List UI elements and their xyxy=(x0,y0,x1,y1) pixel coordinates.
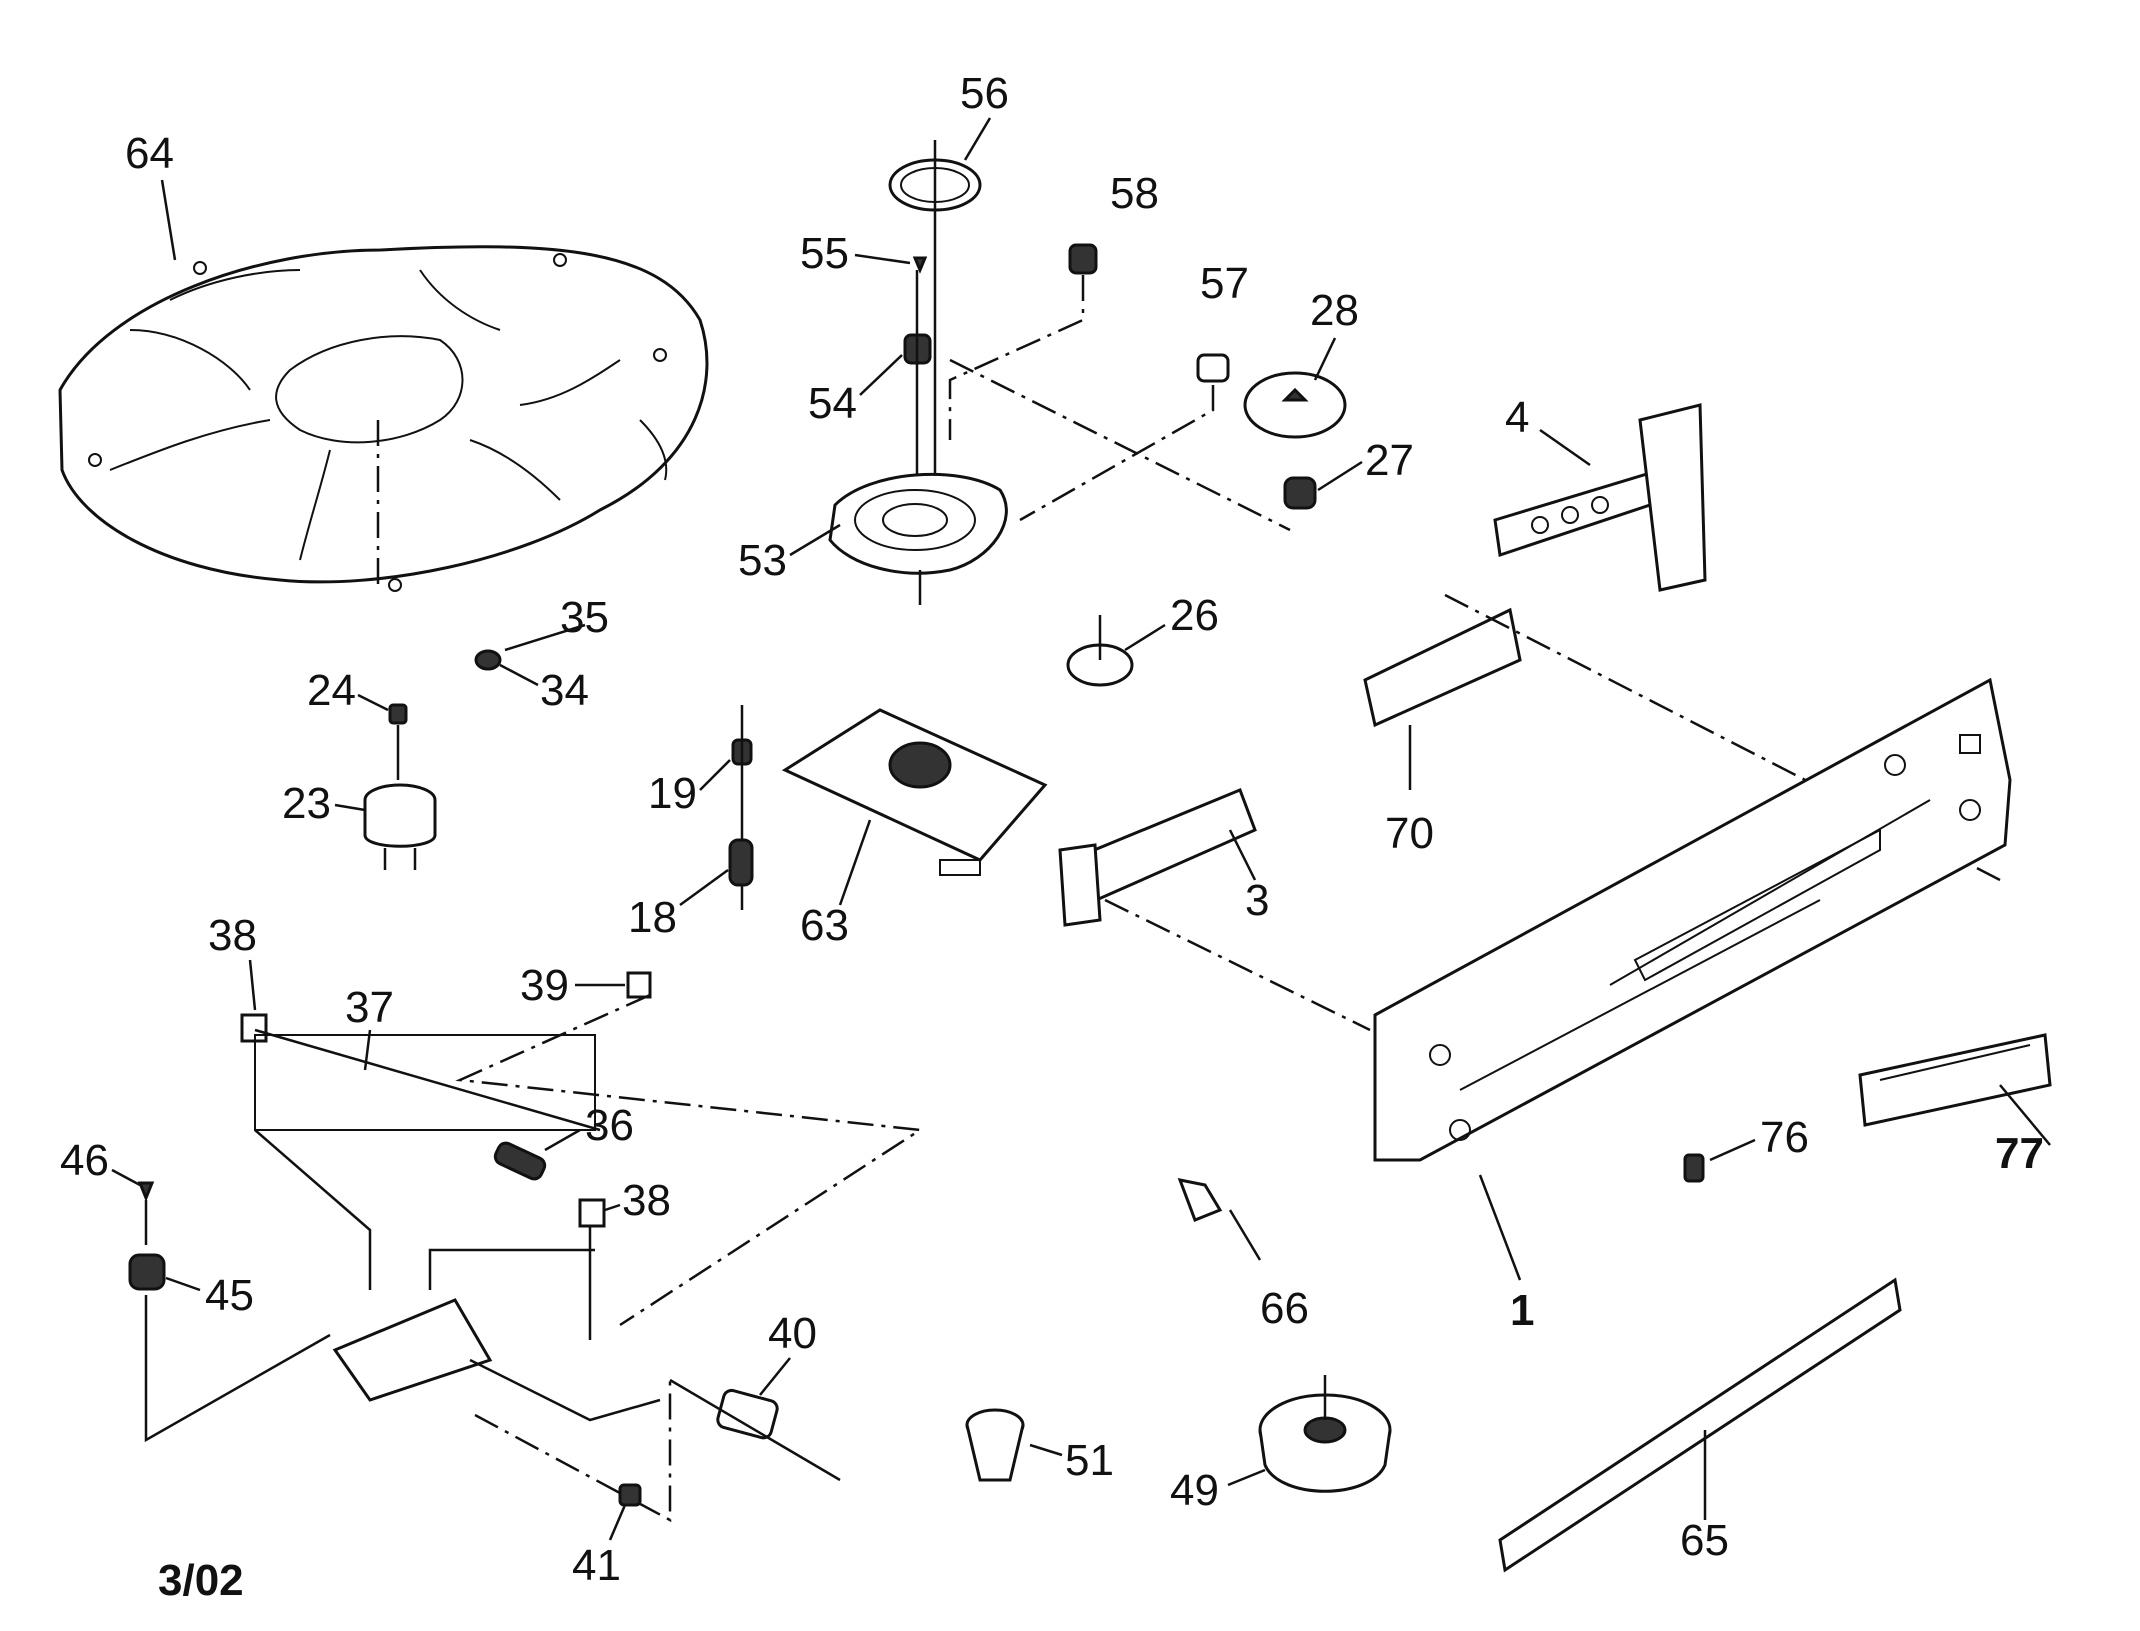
part-4-board xyxy=(1493,403,1707,592)
part-34-washer xyxy=(474,649,502,671)
part-41-screw xyxy=(618,1483,642,1507)
part-77-label-bracket xyxy=(1858,1033,2052,1146)
part-18-spring xyxy=(728,838,754,887)
callout-54: 54 xyxy=(808,379,857,428)
callout-3: 3 xyxy=(1245,876,1269,925)
part-40-connector xyxy=(669,1378,841,1482)
part-49-foot xyxy=(1227,1375,1392,1493)
part-63-pickup xyxy=(781,708,1048,876)
callout-28: 28 xyxy=(1310,286,1359,335)
part-26-knob xyxy=(1066,615,1134,687)
part-36-coil xyxy=(493,1141,547,1181)
callout-77: 77 xyxy=(1995,1129,2044,1178)
part-1-front-panel xyxy=(1373,677,2012,1281)
part-35-screw xyxy=(504,623,586,652)
part-64-disc-carousel xyxy=(58,245,709,592)
part-base-board xyxy=(254,1129,672,1523)
callout-38a: 38 xyxy=(208,911,257,960)
callout-56: 56 xyxy=(960,69,1009,118)
callout-51: 51 xyxy=(1065,1436,1114,1485)
part-57-nut xyxy=(1019,353,1230,522)
part-54-bushing xyxy=(903,270,932,500)
callout-18: 18 xyxy=(628,893,677,942)
part-76-screw xyxy=(1683,1138,1756,1183)
part-23-motor xyxy=(363,783,437,870)
callout-65: 65 xyxy=(1680,1516,1729,1565)
callout-40: 40 xyxy=(768,1309,817,1358)
part-24-screw xyxy=(388,703,408,780)
callout-53: 53 xyxy=(738,536,787,585)
callout-23: 23 xyxy=(282,779,331,828)
part-37-board xyxy=(254,1028,601,1132)
callout-24: 24 xyxy=(307,666,356,715)
part-3-board xyxy=(1058,788,1371,1032)
callout-39: 39 xyxy=(520,961,569,1010)
callout-27: 27 xyxy=(1365,436,1414,485)
callout-34: 34 xyxy=(540,666,589,715)
callout-35: 35 xyxy=(560,593,609,642)
callout-57: 57 xyxy=(1200,259,1249,308)
callout-19: 19 xyxy=(648,769,697,818)
callout-70: 70 xyxy=(1385,809,1434,858)
part-39-clip xyxy=(455,971,924,1327)
part-66-cap xyxy=(1177,1177,1262,1261)
callout-1: 1 xyxy=(1510,1286,1534,1335)
callout-58: 58 xyxy=(1110,169,1159,218)
callout-41: 41 xyxy=(572,1541,621,1590)
callout-38b: 38 xyxy=(622,1176,671,1225)
part-27-hub xyxy=(1283,476,1317,510)
part-38b-clip xyxy=(578,1198,606,1340)
callout-66: 66 xyxy=(1260,1284,1309,1333)
callout-4: 4 xyxy=(1505,393,1529,442)
callout-45: 45 xyxy=(205,1271,254,1320)
part-45-bushing xyxy=(128,1253,331,1443)
part-53-mechanism xyxy=(828,472,1008,605)
callout-36: 36 xyxy=(585,1101,634,1150)
callout-26: 26 xyxy=(1170,591,1219,640)
part-55-screw xyxy=(912,256,928,274)
part-58-nut xyxy=(948,243,1098,440)
callout-37: 37 xyxy=(345,983,394,1032)
callout-64: 64 xyxy=(125,129,174,178)
callout-76: 76 xyxy=(1760,1113,1809,1162)
assembly-line-27 xyxy=(949,358,1291,532)
callout-46: 46 xyxy=(60,1136,109,1185)
part-28-turntable xyxy=(1243,371,1347,439)
part-46-screw xyxy=(137,1181,155,1245)
callout-49: 49 xyxy=(1170,1466,1219,1515)
date-code: 3/02 xyxy=(158,1556,244,1605)
part-65-trim-strip xyxy=(1498,1277,1902,1573)
callout-55: 55 xyxy=(800,229,849,278)
part-56-ring xyxy=(888,140,982,480)
part-51-foot xyxy=(965,1408,1063,1482)
callout-63: 63 xyxy=(800,901,849,950)
